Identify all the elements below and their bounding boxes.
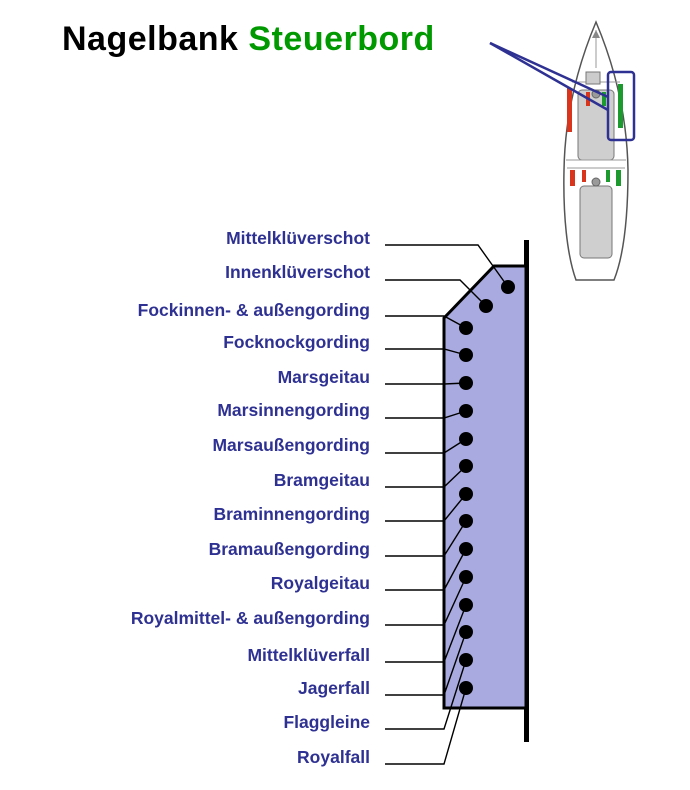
- leader-lines: [385, 244, 509, 765]
- ship-deck-plan-icon: [563, 20, 636, 281]
- title-steuerbord: Steuerbord: [248, 20, 435, 58]
- belaying-pin: [459, 514, 473, 528]
- belaying-pin: [479, 299, 493, 313]
- belaying-pin: [459, 570, 473, 584]
- rope-labels: MittelklüverschotInnenklüverschotFockinn…: [131, 228, 370, 767]
- rope-label: Fockinnen- & außengording: [138, 300, 370, 320]
- leader-line: [385, 493, 467, 522]
- ship-mainmast: [591, 177, 601, 187]
- belaying-pin: [459, 487, 473, 501]
- rope-label: Marsgeitau: [278, 367, 370, 387]
- belaying-pin: [459, 681, 473, 695]
- belaying-pin: [459, 653, 473, 667]
- leader-line: [385, 576, 467, 626]
- leader-line: [385, 520, 467, 557]
- belaying-pin: [459, 432, 473, 446]
- title-nagelbank: Nagelbank: [62, 20, 239, 58]
- belaying-pin: [459, 598, 473, 612]
- leader-line: [385, 465, 467, 488]
- ship-bowsprit: [592, 30, 600, 38]
- leader-line: [385, 315, 467, 329]
- rope-label: Bramaußengording: [209, 539, 370, 559]
- starboard-highlight-box: [606, 70, 636, 142]
- belaying-pin: [459, 376, 473, 390]
- leader-line: [385, 348, 467, 356]
- starboard-rail-mast: [602, 92, 606, 106]
- rope-label: Jagerfall: [298, 678, 370, 698]
- leader-line: [385, 604, 467, 663]
- rope-label: Marsinnengording: [217, 400, 370, 420]
- leader-line: [385, 382, 467, 385]
- leader-line: [385, 279, 487, 307]
- leader-line: [385, 438, 467, 454]
- ship-aft-deckhouse: [579, 185, 613, 259]
- leader-line: [385, 244, 509, 288]
- rope-label: Mittelklüverschot: [226, 228, 370, 248]
- belaying-pin: [501, 280, 515, 294]
- rope-label: Bramgeitau: [274, 470, 370, 490]
- leader-line: [385, 631, 467, 696]
- rope-label: Mittelklüverfall: [247, 645, 370, 665]
- belaying-pin: [459, 542, 473, 556]
- belaying-pin: [459, 459, 473, 473]
- belaying-pin: [459, 625, 473, 639]
- rope-label: Royalfall: [297, 747, 370, 767]
- leader-line: [385, 687, 467, 765]
- starboard-rail-main-2: [606, 170, 610, 182]
- callout-arrow: [489, 41, 609, 112]
- rope-label: Flaggleine: [283, 712, 370, 732]
- belaying-pin: [459, 348, 473, 362]
- starboard-rail-main: [616, 170, 621, 186]
- rope-label: Innenklüverschot: [225, 262, 370, 282]
- rope-label: Focknockgording: [223, 332, 370, 352]
- rope-label: Marsaußengording: [212, 435, 370, 455]
- belaying-pin: [459, 404, 473, 418]
- starboard-rail-fore: [618, 84, 623, 128]
- rope-label: Braminnengording: [213, 504, 370, 524]
- pin-rail-body: [442, 264, 528, 710]
- leader-line: [385, 659, 467, 730]
- diagram-title: Nagelbank Steuerbord: [62, 20, 435, 59]
- rope-label: Royalmittel- & außengording: [131, 608, 370, 628]
- port-rail-main: [570, 170, 575, 186]
- belaying-pins: [459, 280, 515, 695]
- rope-label: Royalgeitau: [271, 573, 370, 593]
- port-rail-fore: [567, 88, 572, 132]
- ship-forward-hatch: [585, 71, 601, 85]
- belaying-pin: [459, 321, 473, 335]
- port-rail-main-2: [582, 170, 586, 182]
- leader-line: [385, 548, 467, 591]
- leader-line: [385, 410, 467, 419]
